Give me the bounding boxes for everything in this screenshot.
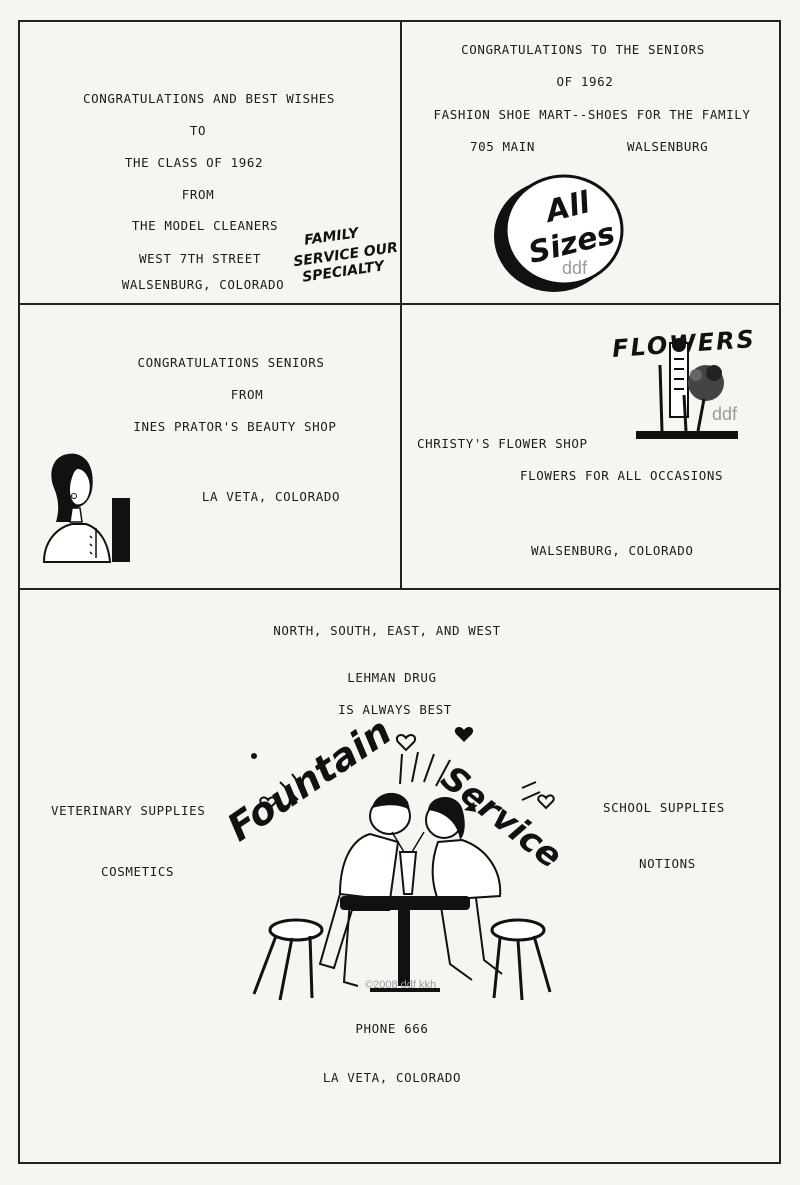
flower-city: WALSENBURG, COLORADO <box>531 543 694 558</box>
shoe-city: WALSENBURG <box>627 139 709 154</box>
border-bottom <box>18 1162 781 1164</box>
shoe-line3: FASHION SHOE MART--SHOES FOR THE FAMILY <box>433 107 751 122</box>
cleaners-line5: THE MODEL CLEANERS <box>131 218 279 233</box>
beauty-line3: INES PRATOR'S BEAUTY SHOP <box>133 419 337 434</box>
lehman-line3: IS ALWAYS BEST <box>338 702 452 717</box>
lehman-line2: LEHMAN DRUG <box>347 670 437 685</box>
lehman-right2: NOTIONS <box>639 856 696 871</box>
divider-row2 <box>18 588 781 590</box>
cleaners-line6: WEST 7TH STREET <box>139 251 261 266</box>
divider-row1 <box>18 303 781 305</box>
shoe-line2: OF 1962 <box>556 74 614 89</box>
cleaners-line1: CONGRATULATIONS AND BEST WISHES <box>83 91 335 106</box>
lehman-right1: SCHOOL SUPPLIES <box>603 800 725 815</box>
beauty-line1: CONGRATULATIONS SENIORS <box>137 355 325 370</box>
cleaners-line3: THE CLASS OF 1962 <box>124 155 264 170</box>
beauty-city: LA VETA, COLORADO <box>201 489 341 504</box>
shoe-address: 705 MAIN <box>470 139 536 154</box>
lehman-left2: COSMETICS <box>101 864 175 879</box>
divider-col <box>400 20 402 590</box>
soda-fountain-couple-icon <box>251 727 555 1001</box>
watermark-ddf-2: ddf <box>712 404 738 424</box>
cleaners-line7: WALSENBURG, COLORADO <box>121 277 285 292</box>
all-sizes-logo-icon <box>494 174 624 292</box>
flower-tagline: FLOWERS FOR ALL OCCASIONS <box>520 468 724 483</box>
cleaners-line2: TO <box>189 123 207 138</box>
flower-stand-icon <box>636 338 738 439</box>
woman-portrait-icon <box>42 453 130 563</box>
shoe-line1: CONGRATULATIONS TO THE SENIORS <box>461 42 705 57</box>
lehman-left1: VETERINARY SUPPLIES <box>51 803 206 818</box>
lehman-line1: NORTH, SOUTH, EAST, AND WEST <box>273 623 501 638</box>
watermark-ddf-1: ddf <box>562 258 588 278</box>
border-left <box>18 20 20 1164</box>
cleaners-line4: FROM <box>181 187 215 202</box>
border-right <box>779 20 781 1164</box>
flower-name: CHRISTY'S FLOWER SHOP <box>417 436 588 451</box>
watermark-copyright: ©2008 ddf kkh <box>365 979 437 991</box>
lehman-phone: PHONE 666 <box>355 1021 429 1036</box>
beauty-line2: FROM <box>230 387 264 402</box>
lehman-city: LA VETA, COLORADO <box>322 1070 462 1085</box>
